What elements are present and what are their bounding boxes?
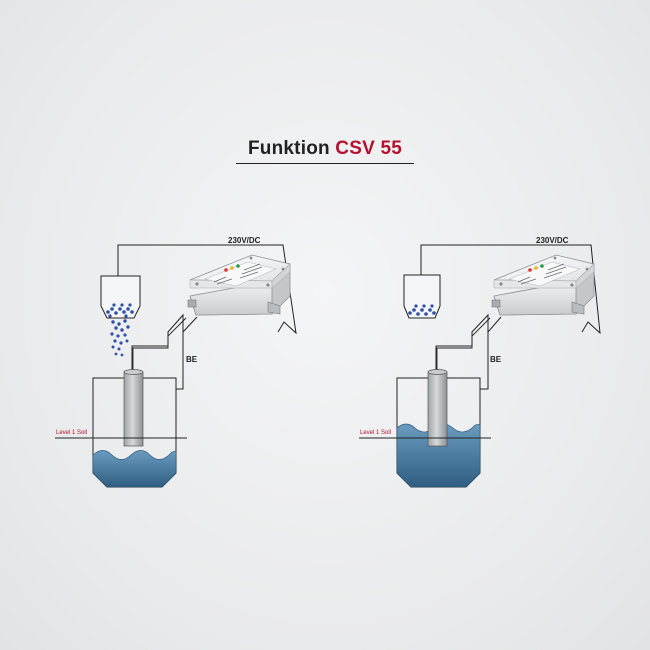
title-product: CSV 55	[335, 138, 402, 159]
hopper	[403, 274, 441, 319]
cable-gland-left	[491, 299, 501, 308]
probe-rod	[123, 371, 144, 447]
title-wrap: Funktion CSV 55	[0, 138, 650, 164]
status-led-green	[540, 264, 544, 268]
water-low	[92, 450, 177, 488]
probe-rod	[427, 371, 448, 447]
power-wire	[420, 244, 601, 335]
signal-label: BE	[490, 355, 502, 364]
cable-gland-front	[267, 301, 281, 315]
cable-gland-left	[187, 299, 197, 308]
granulate-hopper	[106, 303, 134, 318]
status-led-yellow	[230, 266, 234, 270]
status-led-red	[528, 268, 532, 272]
water-high	[396, 423, 481, 488]
diagram-title: Funktion CSV 55	[236, 138, 414, 164]
signal-wire-2	[132, 317, 187, 371]
controller-unit	[187, 254, 291, 316]
probe-top	[123, 369, 144, 375]
cable-gland-front	[571, 301, 585, 315]
granulate-hopper	[408, 304, 436, 316]
power-label: 230V/DC	[228, 236, 261, 245]
title-prefix: Funktion	[248, 138, 330, 159]
level-label: Level 1 Soll	[360, 430, 391, 436]
status-led-green	[236, 264, 240, 268]
power-label: 230V/DC	[536, 236, 569, 245]
status-led-yellow	[534, 266, 538, 270]
panel-left: 230V/DC	[55, 236, 297, 488]
level-label: Level 1 Soll	[56, 430, 87, 436]
controller-unit	[491, 254, 595, 316]
signal-wire-2	[436, 317, 491, 371]
granulate-stream	[110, 319, 130, 357]
signal-label: BE	[186, 355, 198, 364]
probe-top	[427, 369, 448, 375]
panel-right: 230V/DC BE	[359, 236, 601, 488]
hopper	[100, 275, 141, 319]
status-led-red	[224, 268, 228, 272]
